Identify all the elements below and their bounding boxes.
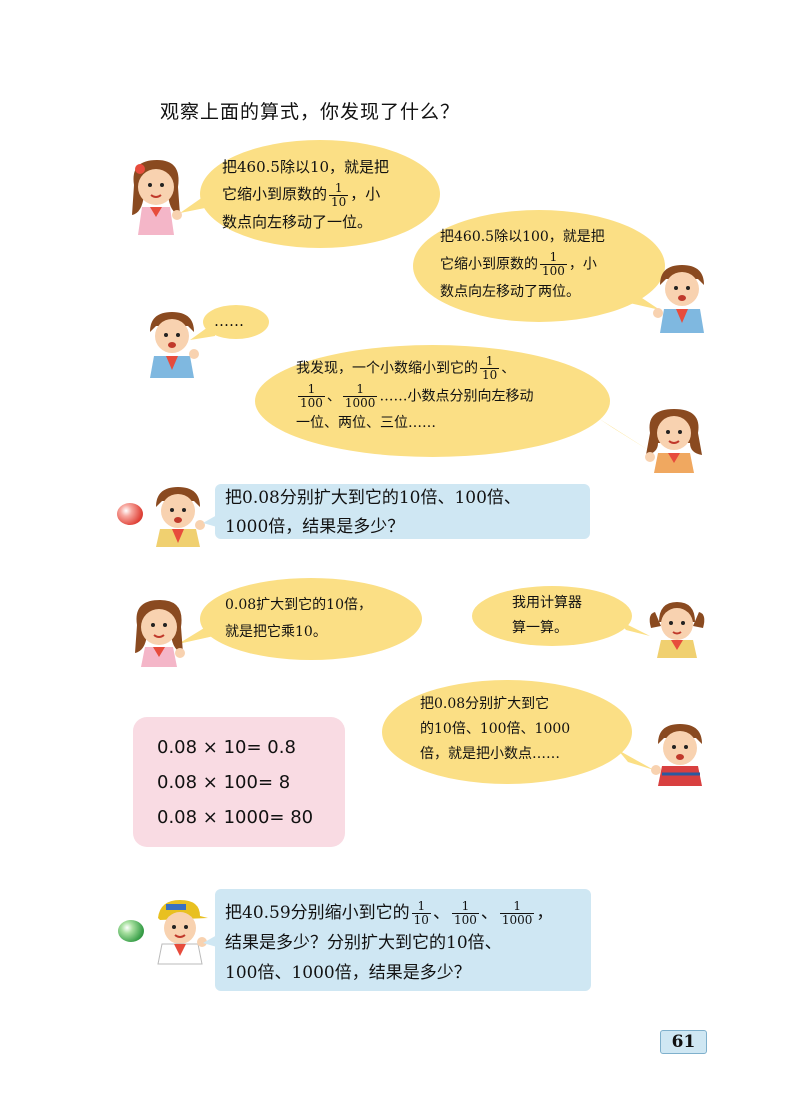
- fraction-numerator: 1: [417, 899, 426, 913]
- question2-line3: 100倍、1000倍，结果是多少？: [225, 963, 471, 983]
- bubble1-line3: 数点向左移动了一位。: [222, 212, 373, 231]
- girl-character-icon: [645, 409, 702, 473]
- speech-bubble-1: [200, 140, 440, 248]
- question2-line2: 结果是多少？分别扩大到它的10倍、: [225, 933, 502, 953]
- separator: 、: [480, 903, 498, 923]
- girl-character-icon: [649, 602, 705, 658]
- separator: 、: [326, 388, 341, 404]
- question-box-2: [215, 889, 591, 991]
- boy-character-icon: [156, 487, 205, 547]
- boy-character-icon: [651, 724, 702, 786]
- fraction-numerator: 1: [513, 899, 521, 913]
- bubble1-line1: 把460.5除以10，就是把: [222, 158, 390, 176]
- question1-line2: 1000倍，结果是多少？: [225, 517, 405, 537]
- speech-bubble-3: [203, 305, 269, 339]
- bubble2-line3: 数点向左移动了两位。: [440, 283, 580, 300]
- bubble5-line2: 就是把它乘10。: [225, 624, 327, 640]
- girl-character-icon: [135, 600, 185, 667]
- calculation-list: 0.08 × 10= 0.8 0.08 × 100= 8 0.08 × 1000…: [157, 730, 313, 835]
- fraction-numerator: 1: [334, 180, 343, 195]
- fraction-numerator: 1: [549, 250, 558, 264]
- question1-line1: 把0.08分别扩大到它的10倍、100倍、: [225, 488, 521, 508]
- question-box-1: [215, 484, 590, 539]
- speech-bubble-2: [413, 210, 665, 322]
- bubble4-line3: 一位、两位、三位……: [296, 415, 436, 431]
- bubble2-line2a: 它缩小到原数的: [440, 256, 538, 273]
- bubble7-line2: 的10倍、100倍、1000: [420, 721, 571, 737]
- calculation-line: 0.08 × 10= 0.8: [157, 737, 296, 758]
- fraction-denominator: 10: [480, 368, 500, 382]
- boy-character-icon: [150, 312, 199, 378]
- question2-line1a: 把40.59分别缩小到它的: [225, 903, 410, 923]
- question1-pointer: [203, 515, 217, 527]
- question2-line1b: ，: [536, 903, 554, 923]
- fraction-denominator: 100: [298, 395, 325, 410]
- fraction-numerator: 1: [461, 899, 470, 913]
- question2-pointer: [203, 935, 217, 947]
- speech-bubble-6: [472, 586, 632, 646]
- bubble6-text: 我用计算器 算一算。: [512, 591, 582, 641]
- bubble2-line2b: ，小: [568, 256, 597, 273]
- calculation-line: 0.08 × 100= 8: [157, 772, 291, 793]
- speech-bubble-7: [382, 680, 632, 784]
- bubble2-line1: 把460.5除以100，就是把: [440, 229, 605, 245]
- bubble5-line1: 0.08扩大到它的10倍，: [225, 597, 372, 613]
- bubble7-line1: 把0.08分别扩大到它: [420, 696, 550, 712]
- fraction-denominator: 100: [540, 264, 567, 278]
- bubble5-text: 0.08扩大到它的10倍， 就是把它乘10。: [225, 592, 372, 646]
- fraction-denominator: 1000: [499, 913, 535, 927]
- fraction-numerator: 1: [485, 354, 494, 368]
- bubble4-line2b: ……小数点分别向左移动: [379, 388, 534, 404]
- calculation-box: [133, 717, 345, 847]
- boy-character-icon: [653, 265, 704, 333]
- bubble3-text: ……: [214, 312, 244, 330]
- fraction-denominator: 10: [411, 913, 431, 927]
- separator: 、: [501, 360, 516, 377]
- fraction-numerator: 1: [356, 381, 364, 396]
- bubble4-line1a: 我发现，一个小数缩小到它的: [296, 360, 478, 377]
- red-ball-icon: [117, 503, 143, 525]
- bubble7-tail: [618, 750, 654, 770]
- bubble6-line2: 算一算。: [512, 620, 568, 636]
- bubble1-line2a: 它缩小到原数的: [222, 185, 328, 203]
- separator: 、: [432, 903, 450, 923]
- bubble7-line3: 倍，就是把小数点……: [420, 746, 560, 762]
- speech-bubble-4: [255, 345, 610, 457]
- bubble7-text: 把0.08分别扩大到它 的10倍、100倍、1000 倍，就是把小数点……: [420, 692, 570, 767]
- fraction-denominator: 1000: [342, 395, 378, 410]
- bubble4-tail: [598, 418, 653, 453]
- bubble6-line1: 我用计算器: [512, 595, 582, 611]
- boy-with-cap-icon: [157, 900, 208, 965]
- speech-bubble-5: [200, 578, 422, 660]
- calculation-line: 0.08 × 1000= 80: [157, 807, 314, 828]
- fraction-denominator: 10: [329, 194, 349, 209]
- fraction-numerator: 1: [307, 381, 316, 396]
- page-number: 61: [660, 1030, 707, 1054]
- fraction-denominator: 100: [451, 913, 479, 927]
- girl-character-icon: [132, 160, 182, 235]
- question1-text: 把0.08分别扩大到它的10倍、100倍、 1000倍，结果是多少？: [225, 484, 521, 542]
- bubble1-line2b: ，小: [350, 185, 381, 203]
- green-ball-icon: [118, 920, 144, 942]
- page-heading: 观察上面的算式，你发现了什么？: [160, 101, 461, 123]
